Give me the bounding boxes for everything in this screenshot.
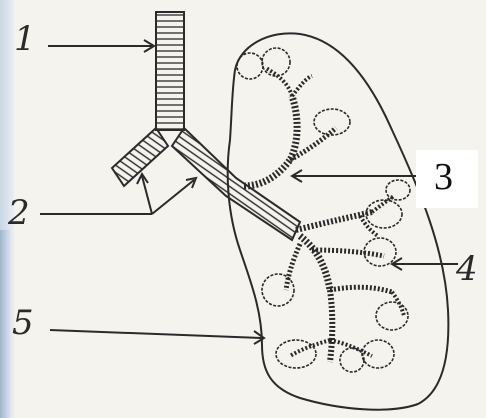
label-3: 3: [434, 158, 453, 196]
arrow-5: [50, 330, 262, 338]
label-5: 5: [12, 306, 34, 340]
lung-outline: [228, 33, 449, 409]
trachea: [156, 12, 184, 130]
label-2: 2: [8, 196, 30, 230]
right-bronchus: [172, 128, 300, 240]
label-4: 4: [456, 252, 478, 286]
label-1: 1: [14, 22, 36, 56]
